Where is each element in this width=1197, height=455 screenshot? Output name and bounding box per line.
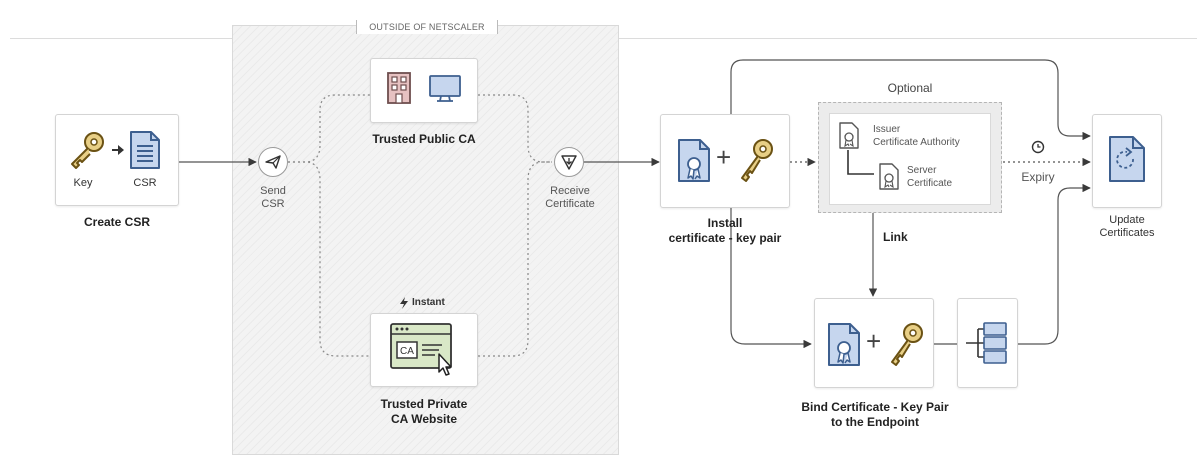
dotted-private-to-receive (478, 161, 552, 357)
issuer-line2: Certificate Authority (873, 137, 960, 148)
clock-icon (1031, 140, 1045, 154)
receive-icon (561, 155, 577, 170)
endpoint-tree-icon (966, 322, 1007, 364)
dotted-send-to-public (288, 94, 370, 163)
send-csr-label: Send CSR (260, 185, 286, 210)
key-label: Key (73, 177, 93, 189)
plus-sign: + (866, 326, 882, 356)
chain-connector (847, 150, 874, 175)
arrow-endpoint-to-update (1018, 183, 1091, 345)
expiry-label: Expiry (1021, 170, 1055, 184)
outside-netscaler-label: OUTSIDE OF NETSCALER (356, 20, 498, 34)
private-ca-title: Trusted Private CA Website (380, 397, 468, 426)
key-icon (71, 132, 104, 169)
paper-plane-icon (265, 155, 281, 169)
dotted-public-to-receive (478, 94, 552, 163)
receive-certificate-label: Receive Certificate (545, 185, 595, 210)
instant-badge: Instant (412, 297, 445, 308)
csr-label: CSR (133, 177, 157, 189)
server-cert-icon (879, 163, 899, 190)
update-certificates-title: Update Certificates (1099, 214, 1155, 239)
link-label: Link (883, 230, 908, 244)
public-ca-title: Trusted Public CA (372, 132, 476, 146)
server-line2: Certificate (907, 178, 953, 189)
ca-website-icon: CA (390, 323, 452, 376)
install-title: Install certificate - key pair (668, 216, 782, 245)
bind-title: Bind Certificate - Key Pair to the Endpo… (801, 400, 949, 429)
update-certificate-icon (1109, 136, 1145, 182)
arrow-install-to-update-top (730, 59, 1091, 141)
monitor-icon (429, 75, 461, 102)
server-line1: Server (907, 165, 937, 176)
send-csr-node[interactable] (258, 147, 288, 177)
arrow-right-icon (112, 145, 124, 155)
issuer-line1: Issuer (873, 124, 901, 135)
building-icon (387, 72, 411, 104)
certificate-icon (828, 323, 860, 366)
arrow-install-to-bind (730, 208, 812, 349)
issuer-cert-icon (839, 122, 859, 149)
create-csr-title: Create CSR (83, 215, 151, 229)
csr-document-icon (130, 131, 160, 169)
ca-screen-text: CA (400, 346, 414, 357)
key-icon (891, 323, 923, 366)
optional-title: Optional (887, 81, 933, 95)
key-icon (741, 139, 773, 182)
plus-sign: + (716, 142, 732, 172)
lightning-icon (400, 297, 408, 309)
update-certificates-card[interactable] (1092, 114, 1162, 208)
certificate-icon (678, 139, 710, 182)
